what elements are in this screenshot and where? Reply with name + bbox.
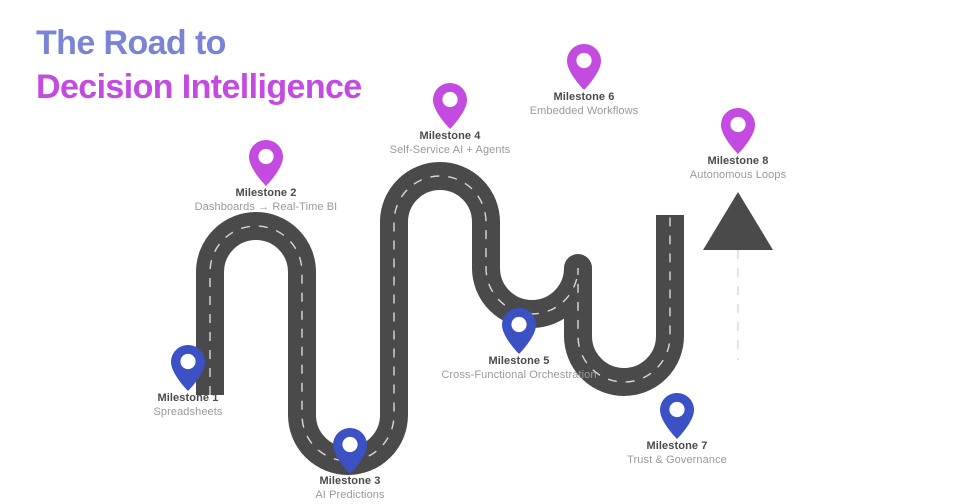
- milestone-title: Milestone 2: [235, 187, 297, 199]
- milestone-title: Milestone 5: [488, 355, 550, 367]
- milestone-marker-3[interactable]: Milestone 3 AI Predictions: [230, 428, 470, 502]
- milestone-title: Milestone 3: [319, 475, 381, 487]
- milestone-marker-6[interactable]: Milestone 6 Embedded Workflows: [464, 44, 704, 118]
- milestone-title: Milestone 1: [157, 392, 219, 404]
- milestone-subtitle: Autonomous Loops: [689, 169, 787, 181]
- milestone-subtitle: Embedded Workflows: [529, 105, 639, 117]
- road-center-dashes: [209, 175, 671, 462]
- map-pin-icon[interactable]: [464, 44, 704, 90]
- road-surface: [196, 162, 773, 475]
- milestone-subtitle: AI Predictions: [315, 489, 385, 501]
- map-pin-icon[interactable]: [146, 140, 386, 186]
- milestone-subtitle: Cross-Functional Orchestration: [441, 369, 597, 381]
- map-pin-icon[interactable]: [68, 345, 308, 391]
- map-pin-icon[interactable]: [330, 83, 570, 129]
- milestone-marker-8[interactable]: Milestone 8 Autonomous Loops: [618, 108, 858, 182]
- milestone-marker-7[interactable]: Milestone 7 Trust & Governance: [557, 393, 797, 467]
- milestone-marker-4[interactable]: Milestone 4 Self-Service AI + Agents: [330, 83, 570, 157]
- milestone-title: Milestone 8: [707, 155, 769, 167]
- milestone-title: Milestone 4: [419, 130, 481, 142]
- milestone-subtitle: Spreadsheets: [153, 406, 223, 418]
- milestone-title: Milestone 7: [646, 440, 708, 452]
- milestone-title: Milestone 6: [553, 91, 615, 103]
- map-pin-icon[interactable]: [618, 108, 858, 154]
- milestone-subtitle: Trust & Governance: [627, 454, 727, 466]
- map-pin-icon[interactable]: [557, 393, 797, 439]
- milestone-marker-1[interactable]: Milestone 1 Spreadsheets: [68, 345, 308, 419]
- page-title: The Road to Decision Intelligence: [36, 26, 362, 104]
- milestone-marker-2[interactable]: Milestone 2 Dashboards → Real-Time BI: [146, 140, 386, 214]
- title-line-secondary: Decision Intelligence: [36, 68, 362, 106]
- title-line-primary: The Road to: [36, 24, 226, 62]
- milestone-subtitle: Self-Service AI + Agents: [389, 144, 511, 156]
- map-pin-icon[interactable]: [230, 428, 470, 474]
- map-pin-icon[interactable]: [399, 308, 639, 354]
- road-arrow-head: [703, 192, 773, 250]
- milestone-marker-5[interactable]: Milestone 5 Cross-Functional Orchestratio…: [399, 308, 639, 382]
- milestone-subtitle: Dashboards → Real-Time BI: [194, 201, 338, 213]
